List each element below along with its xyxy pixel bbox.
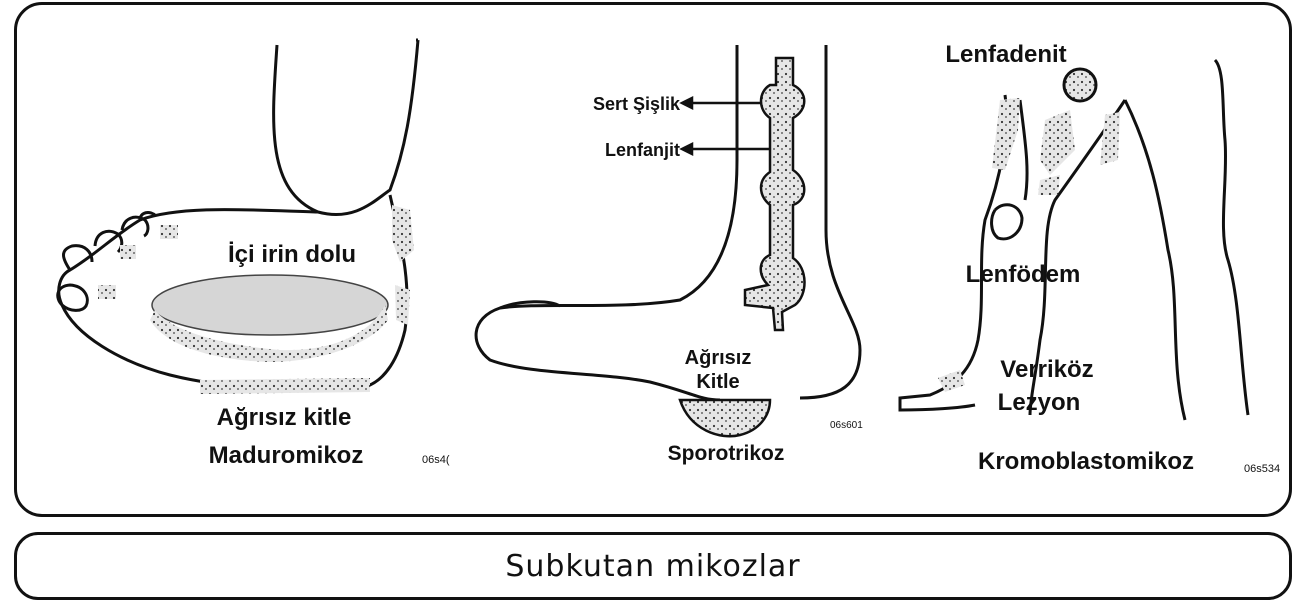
right-figure-code: 06s534 [1244,463,1280,475]
lymphedema-label: Lenfödem [966,261,1081,288]
lymph-node [1064,69,1096,101]
lymphadenitis-label: Lenfadenit [945,41,1066,68]
right-knee-bump [992,205,1022,239]
sporotrichosis-label: Sporotrikoz [668,442,785,465]
lymphangitis-label: Lenfanjit [605,140,680,160]
middle-mass-label-line1: Ağrısız [685,347,752,369]
footer-caption-box: Subkutan mikozlar [14,532,1292,600]
verrucous-lesion-label-line2: Lezyon [998,389,1081,416]
footer-title: Subkutan mikozlar [505,549,800,584]
maduromycosis-label: Maduromikoz [209,442,364,469]
right-leg-outer-edge [1215,60,1248,415]
lymphatic-channel [745,58,805,330]
middle-leg-right-edge [800,45,860,398]
right-lesion-speckles [938,98,1120,392]
verrucous-lesion-label-line1: Verriköz [1000,356,1093,383]
middle-mass-label-line2: Kitle [696,371,739,393]
chromoblastomycosis-label: Kromoblastomikoz [978,448,1194,475]
middle-arrows [682,98,770,154]
hard-swelling-label: Sert Şişlik [593,94,681,114]
painless-mass [680,400,770,436]
left-foot-outline [274,40,418,215]
pus-filled-lesion [152,275,388,335]
pus-filled-label: İçi irin dolu [228,241,356,268]
left-figure-code: 06s4( [422,454,450,466]
middle-figure-code: 06s601 [830,420,863,431]
left-painless-mass-label: Ağrısız kitle [217,404,352,431]
right-leg-thigh-left [900,95,1006,410]
right-leg-inner-edge [1125,100,1185,420]
